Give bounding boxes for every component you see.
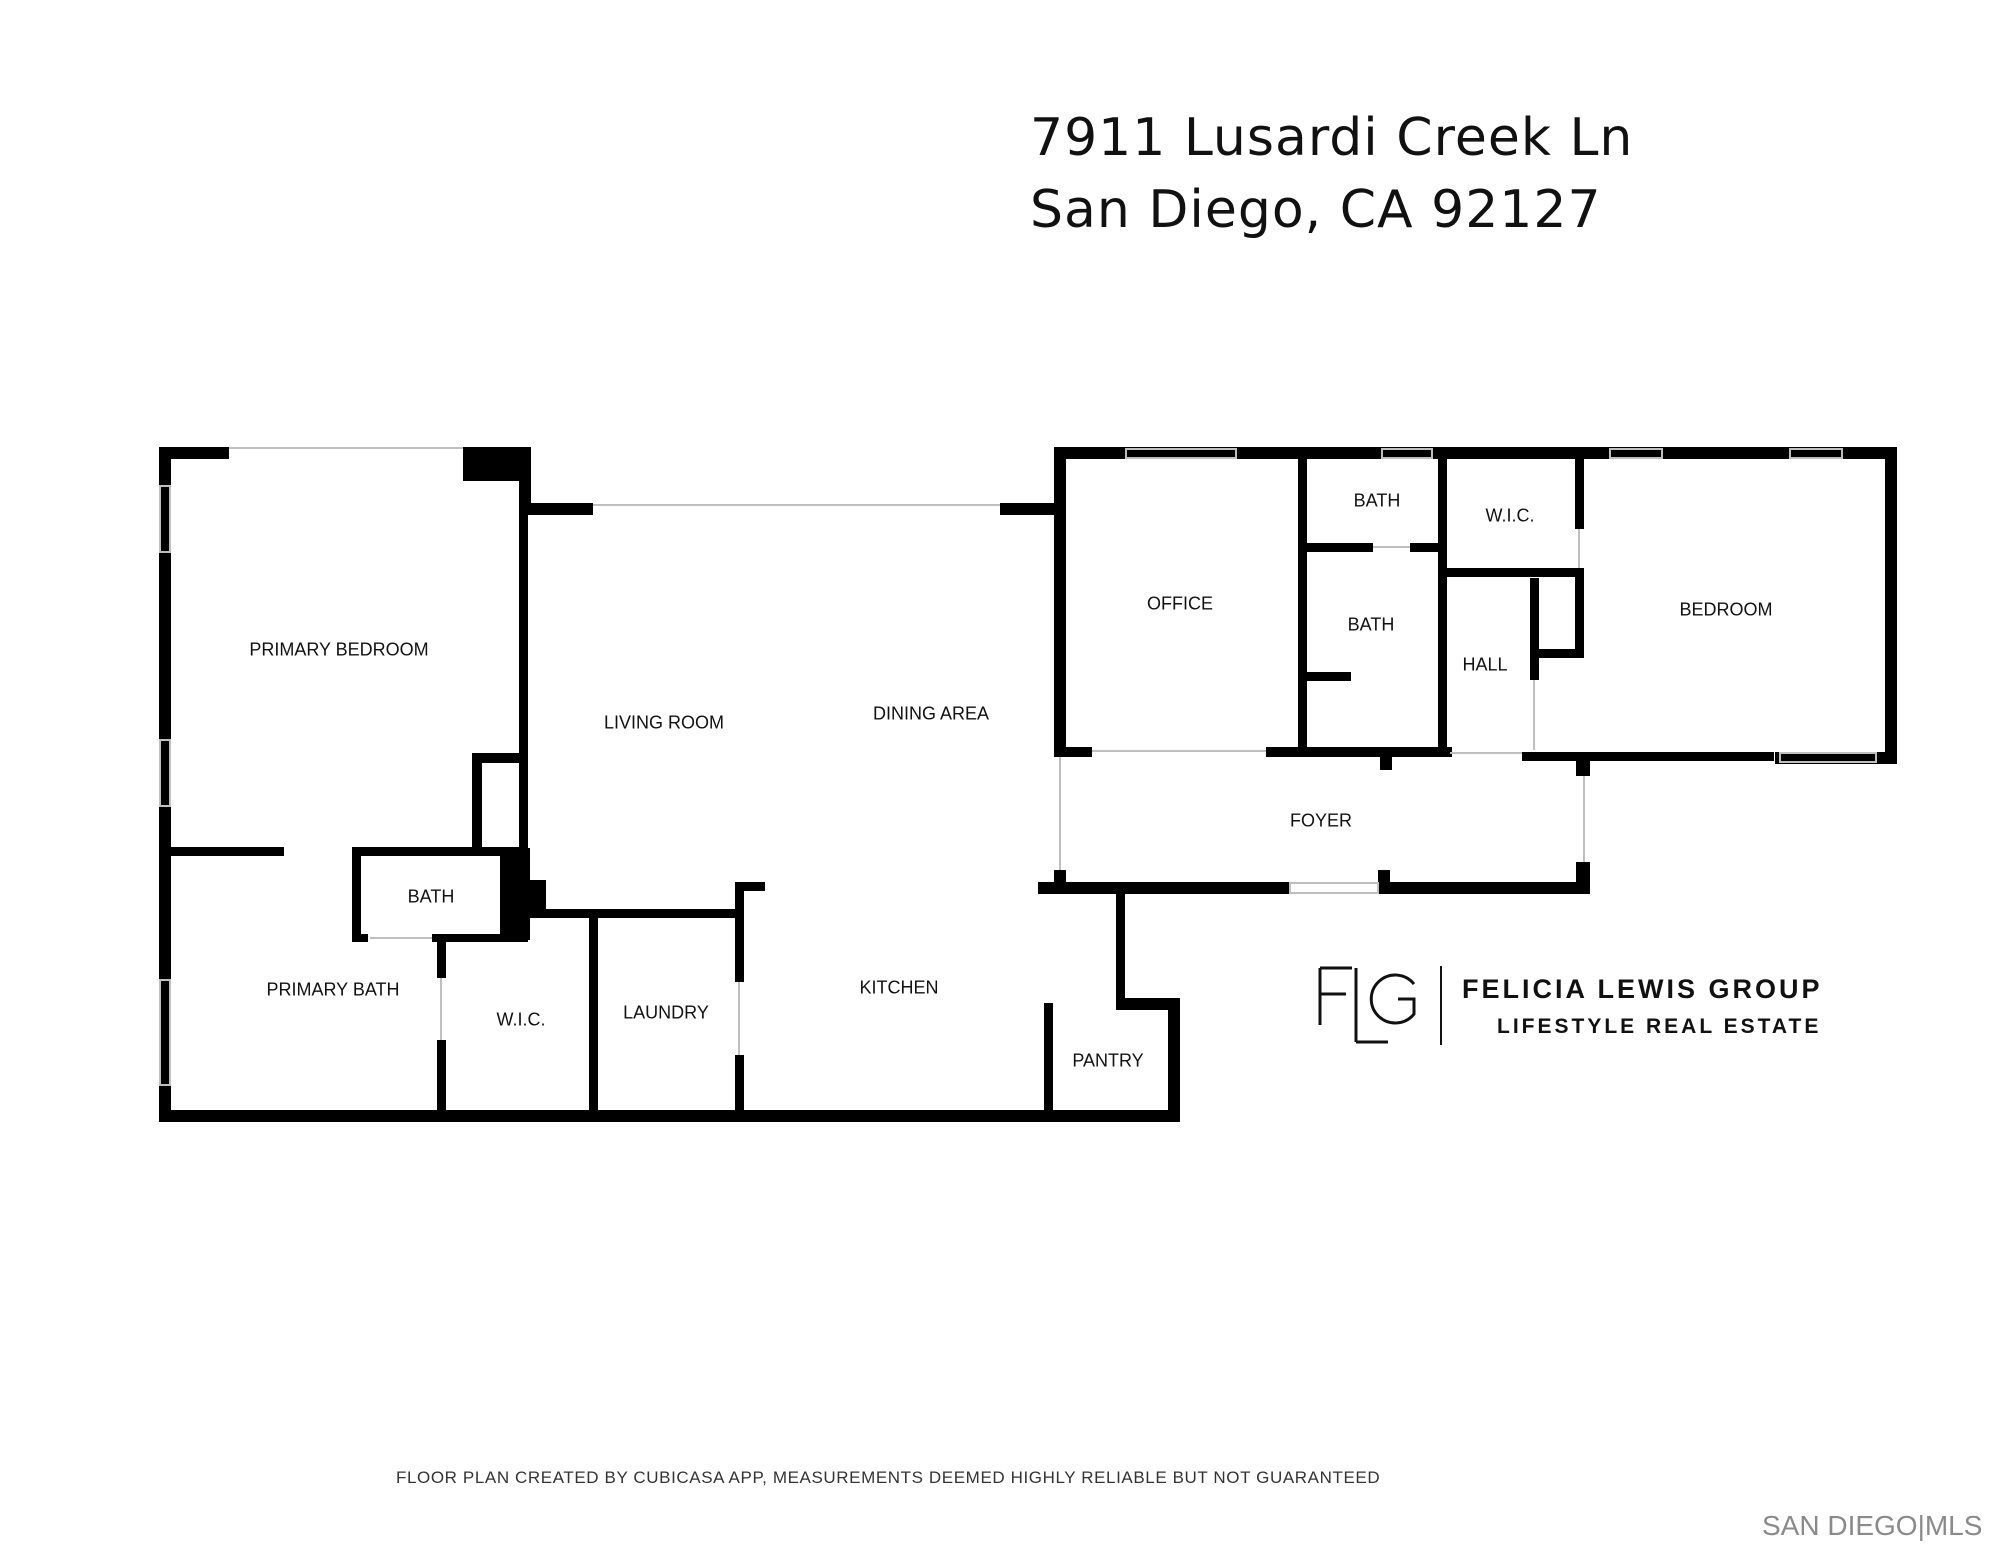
floor-plan-disclaimer: FLOOR PLAN CREATED BY CUBICASA APP, MEAS… <box>396 1468 1381 1487</box>
room-label-wic-primary: W.I.C. <box>496 1009 546 1030</box>
openings-right-block <box>1059 448 1877 894</box>
wall <box>1575 447 1584 529</box>
room-label-wic-top: W.I.C. <box>1485 505 1535 526</box>
wall <box>500 880 546 910</box>
brand-name: FELICIA LEWIS GROUP <box>1462 974 1823 1004</box>
room-label-living-room: LIVING ROOM <box>603 712 725 733</box>
wall <box>1530 649 1584 658</box>
wall <box>437 1040 446 1122</box>
wall <box>1044 1003 1053 1122</box>
wall <box>1054 870 1066 894</box>
room-label-kitchen: KITCHEN <box>859 977 939 998</box>
wall <box>472 753 482 848</box>
wall <box>159 447 171 1122</box>
room-label-bath-middle: BATH <box>1347 614 1395 635</box>
wall <box>171 847 284 856</box>
room-label-pantry: PANTRY <box>1072 1050 1144 1071</box>
opening <box>1289 882 1379 894</box>
room-label-bath-primary: BATH <box>407 886 455 907</box>
wall <box>437 940 446 978</box>
wall <box>1378 882 1590 894</box>
room-label-primary-bedroom: PRIMARY BEDROOM <box>249 639 429 660</box>
room-label-foyer: FOYER <box>1289 810 1353 831</box>
room-label-office: OFFICE <box>1147 593 1213 614</box>
window <box>1125 448 1237 459</box>
brand-tagline: LIFESTYLE REAL ESTATE <box>1497 1015 1822 1038</box>
flg-monogram-logo <box>1318 966 1442 1045</box>
wall <box>519 503 593 515</box>
room-label-dining-area: DINING AREA <box>872 703 990 724</box>
room-label-bedroom: BEDROOM <box>1679 599 1773 620</box>
wall <box>472 753 528 763</box>
wall <box>519 753 528 848</box>
wall <box>352 847 361 940</box>
address-line-2: San Diego, CA 92127 <box>1030 180 1602 240</box>
wall <box>1885 447 1897 764</box>
wall <box>1298 447 1307 757</box>
wall <box>1054 747 1092 757</box>
wall <box>735 1055 744 1122</box>
wall <box>735 882 744 982</box>
wall <box>1522 752 1774 761</box>
wall <box>1038 882 1290 894</box>
window <box>159 739 171 807</box>
wall <box>1575 568 1584 658</box>
wall <box>1530 578 1539 668</box>
wall <box>1378 870 1390 894</box>
wall <box>1266 747 1452 757</box>
wall <box>1298 672 1351 681</box>
wall <box>528 909 738 918</box>
wall <box>1410 543 1443 552</box>
window <box>159 485 171 553</box>
wall <box>1116 998 1179 1010</box>
walls-right-block <box>1038 447 1897 894</box>
wall <box>735 882 765 891</box>
room-label-primary-bath: PRIMARY BATH <box>266 979 400 1000</box>
wall <box>352 847 528 856</box>
wall <box>1576 752 1590 776</box>
wall <box>1438 447 1447 757</box>
wall <box>352 934 368 942</box>
openings-left-block <box>159 447 1000 1086</box>
window <box>159 979 171 1086</box>
wall <box>1168 998 1180 1122</box>
wall <box>1000 503 1063 515</box>
san-diego-mls-logo: SAN DIEGO|MLS <box>1762 1510 1983 1541</box>
window <box>1779 752 1877 763</box>
window <box>1609 448 1663 459</box>
wall <box>1054 447 1897 459</box>
address-line-1: 7911 Lusardi Creek Ln <box>1030 108 1634 168</box>
room-label-bath-top: BATH <box>1353 490 1401 511</box>
wall <box>159 1110 1180 1122</box>
wall <box>519 447 528 757</box>
wall <box>1438 568 1584 577</box>
room-label-hall: HALL <box>1462 654 1508 675</box>
wall <box>1530 658 1539 680</box>
wall <box>1380 752 1392 770</box>
wall <box>589 909 598 1122</box>
wall <box>1116 882 1125 1007</box>
window <box>1381 448 1433 459</box>
window <box>1789 448 1843 459</box>
wall <box>432 934 528 942</box>
logo-stroke <box>1369 973 1416 1025</box>
wall <box>1054 447 1066 753</box>
wall <box>159 447 229 459</box>
room-label-laundry: LAUNDRY <box>623 1002 709 1023</box>
wall <box>1298 543 1373 552</box>
wall <box>1438 568 1447 578</box>
